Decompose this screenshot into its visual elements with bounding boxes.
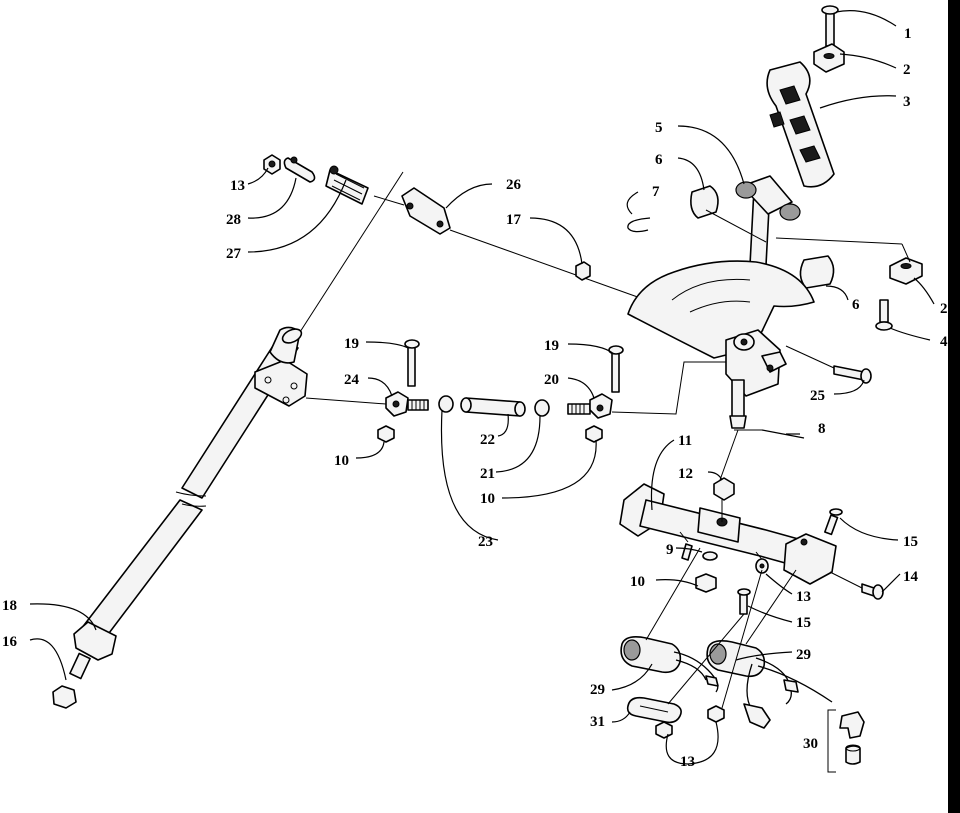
callout-19: 19 xyxy=(544,338,559,354)
callout-17: 17 xyxy=(506,212,522,228)
callout-2: 2 xyxy=(940,301,948,317)
callout-8: 8 xyxy=(818,421,826,437)
callout-2: 2 xyxy=(903,62,911,78)
tie-rod-part-18 xyxy=(52,171,404,709)
callout-30: 30 xyxy=(803,736,818,752)
callout-7: 7 xyxy=(652,184,660,200)
callout-1: 1 xyxy=(904,26,912,42)
callout-13: 13 xyxy=(796,589,811,605)
callout-4: 4 xyxy=(940,334,948,350)
callout-31: 31 xyxy=(590,714,605,730)
callout-labels: 1 2 3 5 6 7 26 13 28 27 17 6 2 4 19 24 1… xyxy=(2,26,948,770)
callout-19: 19 xyxy=(344,336,359,352)
callout-10: 10 xyxy=(480,491,495,507)
callout-24: 24 xyxy=(344,372,360,388)
callout-21: 21 xyxy=(480,466,495,482)
callout-22: 22 xyxy=(480,432,495,448)
callout-15: 15 xyxy=(796,615,811,631)
callout-leaders xyxy=(29,10,935,765)
page-edge-bar xyxy=(948,0,960,813)
callout-29: 29 xyxy=(590,682,605,698)
callout-25: 25 xyxy=(810,388,825,404)
callout-18: 18 xyxy=(2,598,17,614)
callout-10: 10 xyxy=(630,574,645,590)
callout-29: 29 xyxy=(796,647,811,663)
callout-15: 15 xyxy=(903,534,918,550)
callout-6: 6 xyxy=(852,297,860,313)
callout-27: 27 xyxy=(226,246,242,262)
callout-26: 26 xyxy=(506,177,522,193)
callout-11: 11 xyxy=(678,433,692,449)
callout-10: 10 xyxy=(334,453,349,469)
tie-rod-end-assembly xyxy=(305,339,726,443)
callout-28: 28 xyxy=(226,212,241,228)
callout-16: 16 xyxy=(2,634,18,650)
steering-bracket-part-11 xyxy=(619,429,884,615)
callout-13: 13 xyxy=(230,178,245,194)
callout-6: 6 xyxy=(655,152,663,168)
callout-13: 13 xyxy=(680,754,695,770)
callout-9: 9 xyxy=(666,542,674,558)
steering-arm-part-26 xyxy=(401,187,731,331)
linkage-arm-parts xyxy=(263,154,405,206)
callout-3: 3 xyxy=(903,94,911,110)
callout-12: 12 xyxy=(678,466,693,482)
sensor-assembly-parts xyxy=(620,547,865,773)
callout-14: 14 xyxy=(903,569,919,585)
steering-support-shroud xyxy=(627,260,872,439)
callout-5: 5 xyxy=(655,120,663,136)
callout-23: 23 xyxy=(478,534,493,550)
callout-20: 20 xyxy=(544,372,559,388)
